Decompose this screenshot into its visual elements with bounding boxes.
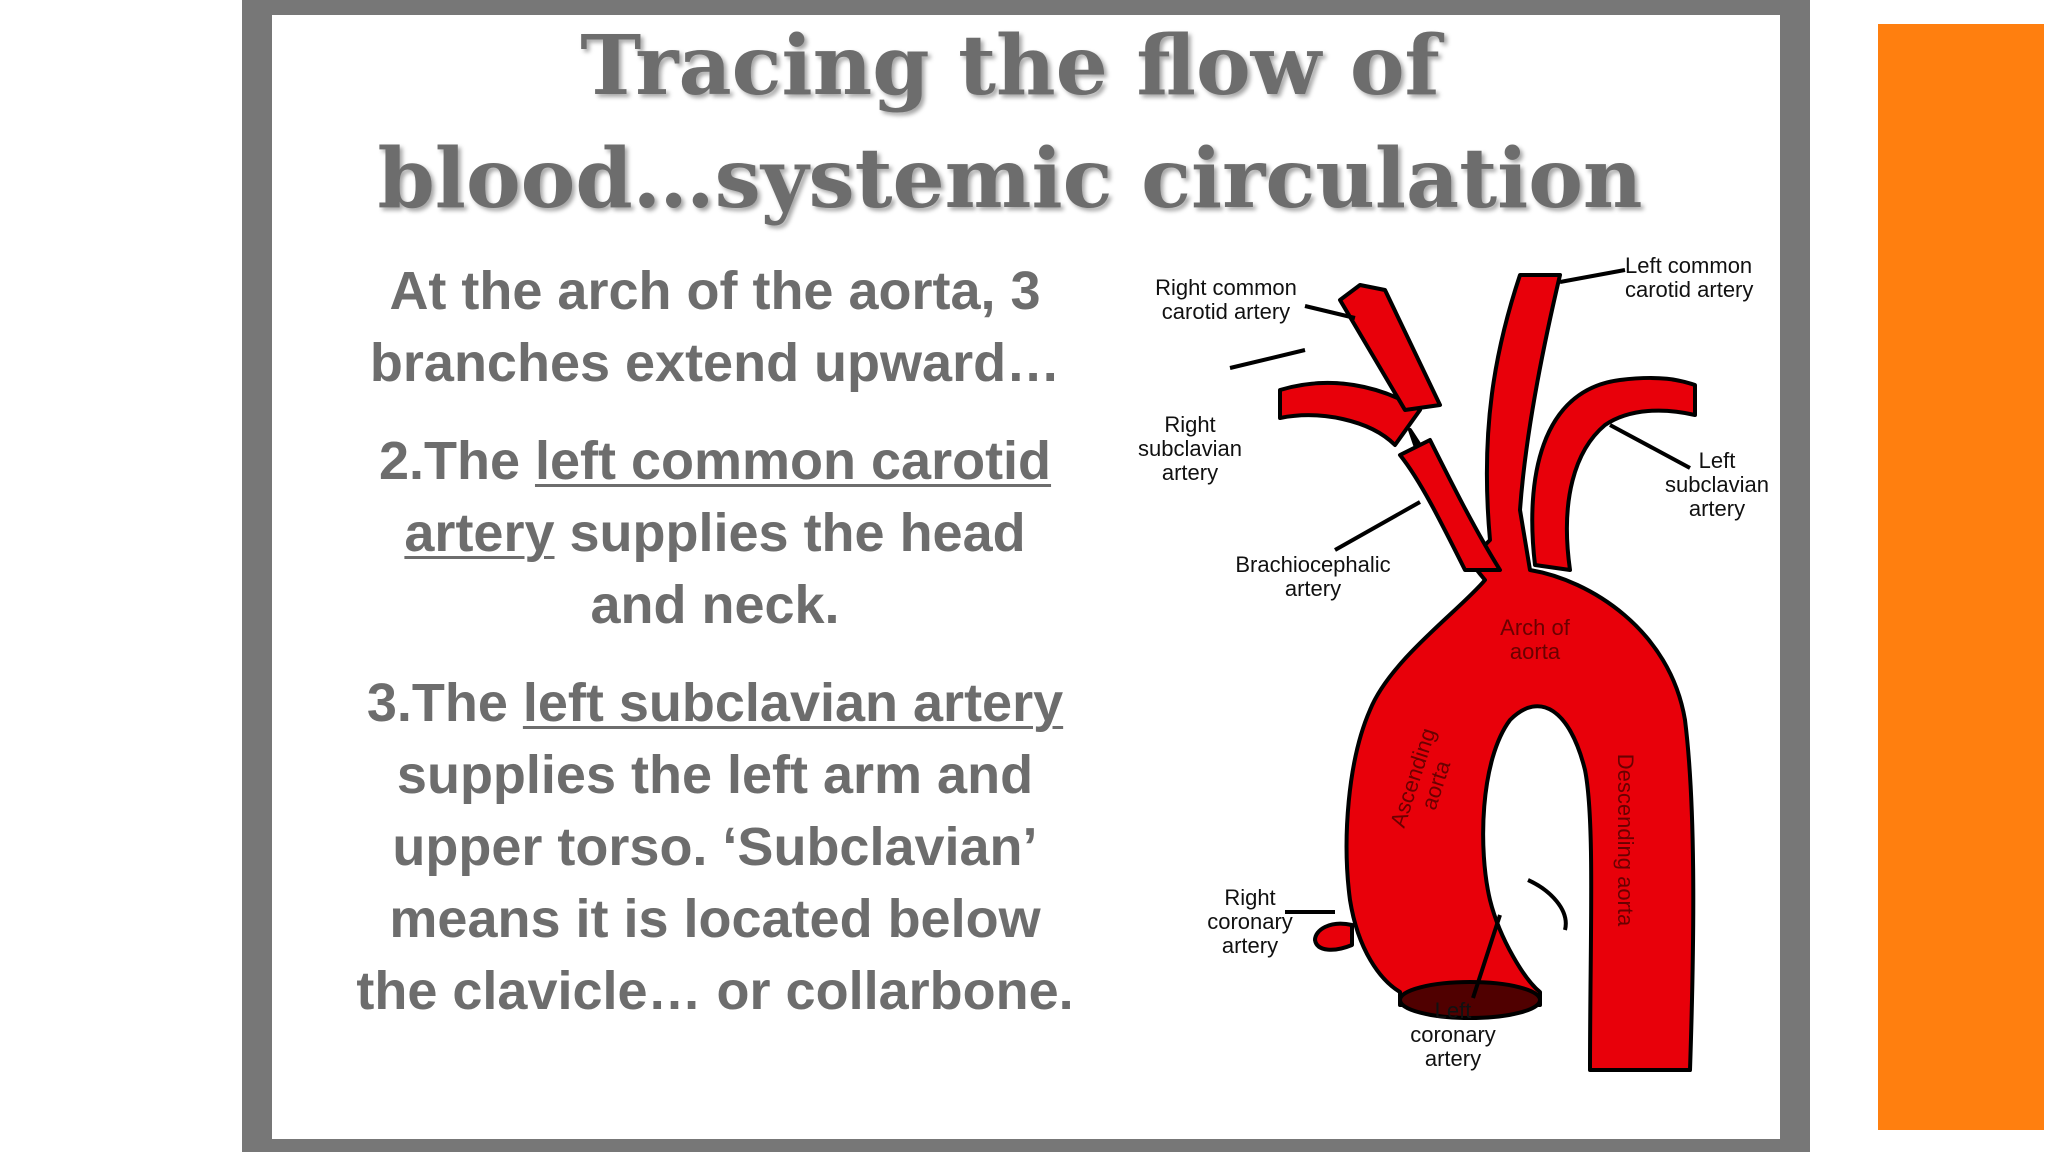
point-2-term-a: left common carotid bbox=[534, 431, 1052, 491]
intro-paragraph: At the arch of the aorta, 3 branches ext… bbox=[300, 255, 1130, 399]
intro-line-2: branches extend upward… bbox=[369, 333, 1061, 393]
artery-shapes bbox=[1278, 273, 1697, 1072]
right-coronary-shape bbox=[1313, 921, 1354, 952]
brachiocephalic-shape bbox=[1398, 438, 1502, 572]
leader-lines bbox=[1229, 268, 1691, 999]
title-line-1: Tracing the flow of bbox=[580, 18, 1440, 114]
label-descending-group: Descending aorta bbox=[1613, 754, 1638, 927]
orange-accent-bar bbox=[1878, 24, 2044, 1130]
label-arch-2: aorta bbox=[1510, 639, 1561, 664]
label-left-coronary-1: Left bbox=[1435, 998, 1472, 1023]
label-left-subclavian-2: subclavian bbox=[1665, 472, 1769, 497]
label-right-common-carotid-2: carotid artery bbox=[1162, 299, 1290, 324]
label-descending: Descending aorta bbox=[1613, 754, 1638, 927]
label-right-subclavian-1: Right bbox=[1164, 412, 1215, 437]
aortic-arch-diagram: Right common carotid artery Left common … bbox=[1138, 253, 1769, 1072]
label-brachiocephalic-2: artery bbox=[1285, 576, 1341, 601]
point-2-rest-b: and neck. bbox=[590, 575, 840, 635]
label-right-coronary-1: Right bbox=[1224, 885, 1275, 910]
label-left-coronary-2: coronary bbox=[1410, 1022, 1496, 1047]
aortic-valve-opening bbox=[1398, 980, 1542, 1020]
point-3-prefix: 3.The bbox=[366, 673, 523, 733]
label-right-coronary-3: artery bbox=[1222, 933, 1278, 958]
right-subclavian-shape bbox=[1278, 380, 1422, 447]
point-3-line-2: supplies the left arm and bbox=[396, 745, 1034, 805]
point-2-rest-a: supplies the head bbox=[554, 503, 1026, 563]
label-right-subclavian-2: subclavian bbox=[1138, 436, 1242, 461]
label-left-common-carotid-2: carotid artery bbox=[1625, 277, 1753, 302]
label-left-subclavian-3: artery bbox=[1689, 496, 1745, 521]
slide-body: At the arch of the aorta, 3 branches ext… bbox=[300, 255, 1130, 1053]
point-3-line-3: upper torso. ‘Subclavian’ bbox=[392, 817, 1038, 877]
label-right-subclavian-3: artery bbox=[1162, 460, 1218, 485]
point-3-term: left subclavian artery bbox=[522, 673, 1064, 733]
label-arch-1: Arch of bbox=[1500, 615, 1571, 640]
slide-title: Tracing the flow of blood…systemic circu… bbox=[300, 10, 1720, 236]
title-line-2: blood…systemic circulation bbox=[377, 131, 1643, 227]
label-left-common-carotid-1: Left common bbox=[1625, 253, 1752, 278]
point-3-line-4: means it is located below bbox=[389, 889, 1041, 949]
intro-line-1: At the arch of the aorta, 3 bbox=[389, 261, 1041, 321]
point-2-term-b: artery bbox=[404, 503, 555, 563]
label-right-coronary-2: coronary bbox=[1207, 909, 1293, 934]
point-2-prefix: 2.The bbox=[378, 431, 535, 491]
point-3-paragraph: 3.The left subclavian artery supplies th… bbox=[300, 667, 1130, 1027]
label-left-subclavian-1: Left bbox=[1699, 448, 1736, 473]
point-2-paragraph: 2.The left common carotid artery supplie… bbox=[300, 425, 1130, 641]
label-left-coronary-3: artery bbox=[1425, 1046, 1481, 1071]
label-brachiocephalic-1: Brachiocephalic bbox=[1235, 552, 1390, 577]
left-coronary-shape bbox=[1527, 878, 1568, 931]
point-3-line-5: the clavicle… or collarbone. bbox=[356, 961, 1074, 1021]
label-right-common-carotid-1: Right common bbox=[1155, 275, 1297, 300]
left-subclavian-shape bbox=[1530, 375, 1697, 572]
